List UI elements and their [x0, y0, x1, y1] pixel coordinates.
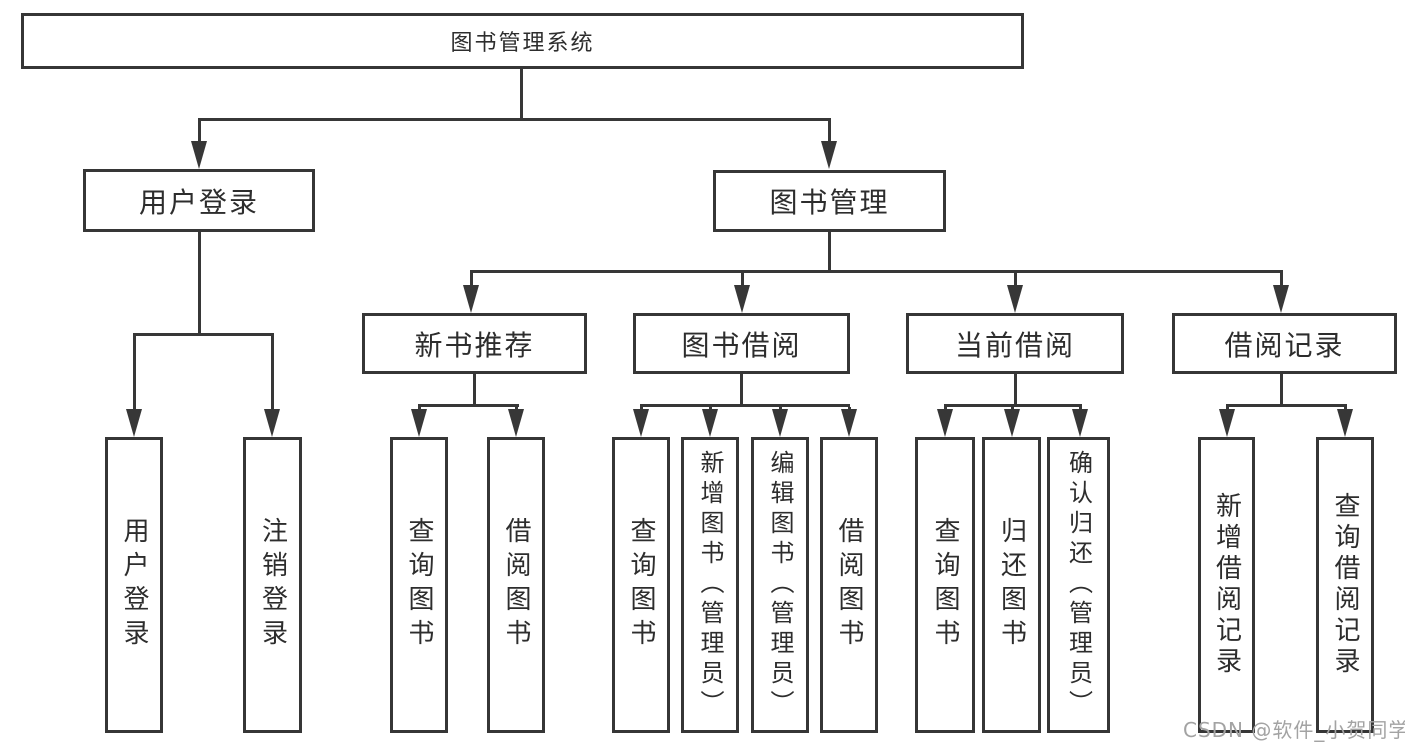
node-leaf-confirm-return-admin: 确认归还（管理员）: [1047, 437, 1110, 733]
connector-current-borrow-rail: [944, 404, 1082, 407]
arrow-down-icon: [1219, 409, 1235, 437]
arrow-down-icon: [821, 141, 837, 169]
node-root: 图书管理系统: [21, 13, 1024, 69]
arrow-down-icon: [841, 409, 857, 437]
connector-user-login-drop: [198, 232, 201, 336]
arrow-down-icon: [1337, 409, 1353, 437]
node-current-borrow-label: 当前借阅: [954, 328, 1075, 362]
connector-stem-leaf: [133, 336, 136, 412]
arrow-down-icon: [772, 409, 788, 437]
connector-root-drop: [520, 69, 523, 121]
arrow-down-icon: [937, 409, 953, 437]
connector-stem-group: [741, 273, 744, 287]
connector-book-management-rail: [470, 270, 1283, 273]
node-leaf-edit-book-admin: 编辑图书（管理员）: [751, 437, 809, 733]
connector-stem-group: [1280, 273, 1283, 287]
arrow-down-icon: [1004, 409, 1020, 437]
connector-stem-group: [470, 273, 473, 287]
connector-book-borrow-drop: [740, 374, 743, 407]
node-leaf-logout: 注销登录: [243, 437, 302, 733]
connector-borrow-record-rail: [1226, 404, 1347, 407]
connector-root-rail: [198, 118, 831, 121]
node-leaf-query-book-3-label: 查询图书: [930, 517, 960, 653]
node-leaf-confirm-return-admin-label: 确认归还（管理员）: [1064, 450, 1093, 720]
node-leaf-borrow-book-2-label: 借阅图书: [834, 517, 864, 653]
arrow-down-icon: [702, 409, 718, 437]
connector-stem-book-management: [828, 121, 831, 143]
arrow-down-icon: [1072, 409, 1088, 437]
node-leaf-query-book-2: 查询图书: [612, 437, 670, 733]
node-current-borrow: 当前借阅: [906, 313, 1124, 374]
node-leaf-add-borrow-record-label: 新增借阅记录: [1211, 492, 1242, 678]
arrow-down-icon: [1007, 285, 1023, 313]
arrow-down-icon: [1273, 285, 1289, 313]
node-leaf-query-book-3: 查询图书: [915, 437, 975, 733]
node-leaf-borrow-book-1-label: 借阅图书: [501, 517, 531, 653]
node-leaf-borrow-book-1: 借阅图书: [487, 437, 545, 733]
connector-new-book-rail: [418, 404, 519, 407]
connector-stem-group: [1014, 273, 1017, 287]
node-leaf-logout-label: 注销登录: [257, 517, 288, 653]
connector-stem-leaf: [271, 336, 274, 412]
node-leaf-query-book-2-label: 查询图书: [626, 517, 656, 653]
arrow-down-icon: [191, 141, 207, 169]
node-leaf-user-login: 用户登录: [105, 437, 163, 733]
node-borrow-record-label: 借阅记录: [1224, 328, 1345, 362]
node-user-login-label: 用户登录: [138, 185, 259, 219]
node-leaf-query-borrow-record: 查询借阅记录: [1316, 437, 1374, 733]
connector-borrow-record-drop: [1280, 374, 1283, 407]
node-user-login: 用户登录: [83, 169, 315, 232]
node-root-label: 图书管理系统: [450, 31, 595, 56]
connector-book-borrow-rail: [640, 404, 850, 407]
connector-user-login-rail: [133, 333, 274, 336]
node-leaf-add-book-admin: 新增图书（管理员）: [681, 437, 739, 733]
node-new-book-recommend-label: 新书推荐: [414, 328, 535, 362]
node-new-book-recommend: 新书推荐: [362, 313, 587, 374]
connector-new-book-drop: [473, 374, 476, 407]
arrow-down-icon: [411, 409, 427, 437]
connector-current-borrow-drop: [1014, 374, 1017, 407]
arrow-down-icon: [463, 285, 479, 313]
node-leaf-add-borrow-record: 新增借阅记录: [1198, 437, 1255, 733]
node-book-management-label: 图书管理: [769, 186, 890, 219]
node-leaf-return-book-label: 归还图书: [996, 517, 1027, 653]
node-leaf-query-book-1-label: 查询图书: [404, 517, 434, 653]
connector-book-management-drop: [828, 232, 831, 273]
csdn-watermark: CSDN @软件_小贺同学: [1183, 718, 1405, 742]
node-borrow-record: 借阅记录: [1172, 313, 1397, 374]
node-leaf-query-book-1: 查询图书: [390, 437, 448, 733]
arrow-down-icon: [508, 409, 524, 437]
node-leaf-add-book-admin-label: 新增图书（管理员）: [696, 450, 724, 720]
node-book-management: 图书管理: [713, 170, 946, 232]
node-leaf-query-borrow-record-label: 查询借阅记录: [1330, 492, 1360, 678]
arrow-down-icon: [633, 409, 649, 437]
node-leaf-borrow-book-2: 借阅图书: [820, 437, 878, 733]
node-book-borrow: 图书借阅: [633, 313, 850, 374]
connector-stem-user-login: [198, 121, 201, 143]
arrow-down-icon: [126, 409, 142, 437]
node-book-borrow-label: 图书借阅: [681, 328, 802, 362]
arrow-down-icon: [264, 409, 280, 437]
arrow-down-icon: [734, 285, 750, 313]
node-leaf-user-login-label: 用户登录: [119, 517, 149, 653]
node-leaf-return-book: 归还图书: [982, 437, 1041, 733]
node-leaf-edit-book-admin-label: 编辑图书（管理员）: [766, 450, 794, 720]
